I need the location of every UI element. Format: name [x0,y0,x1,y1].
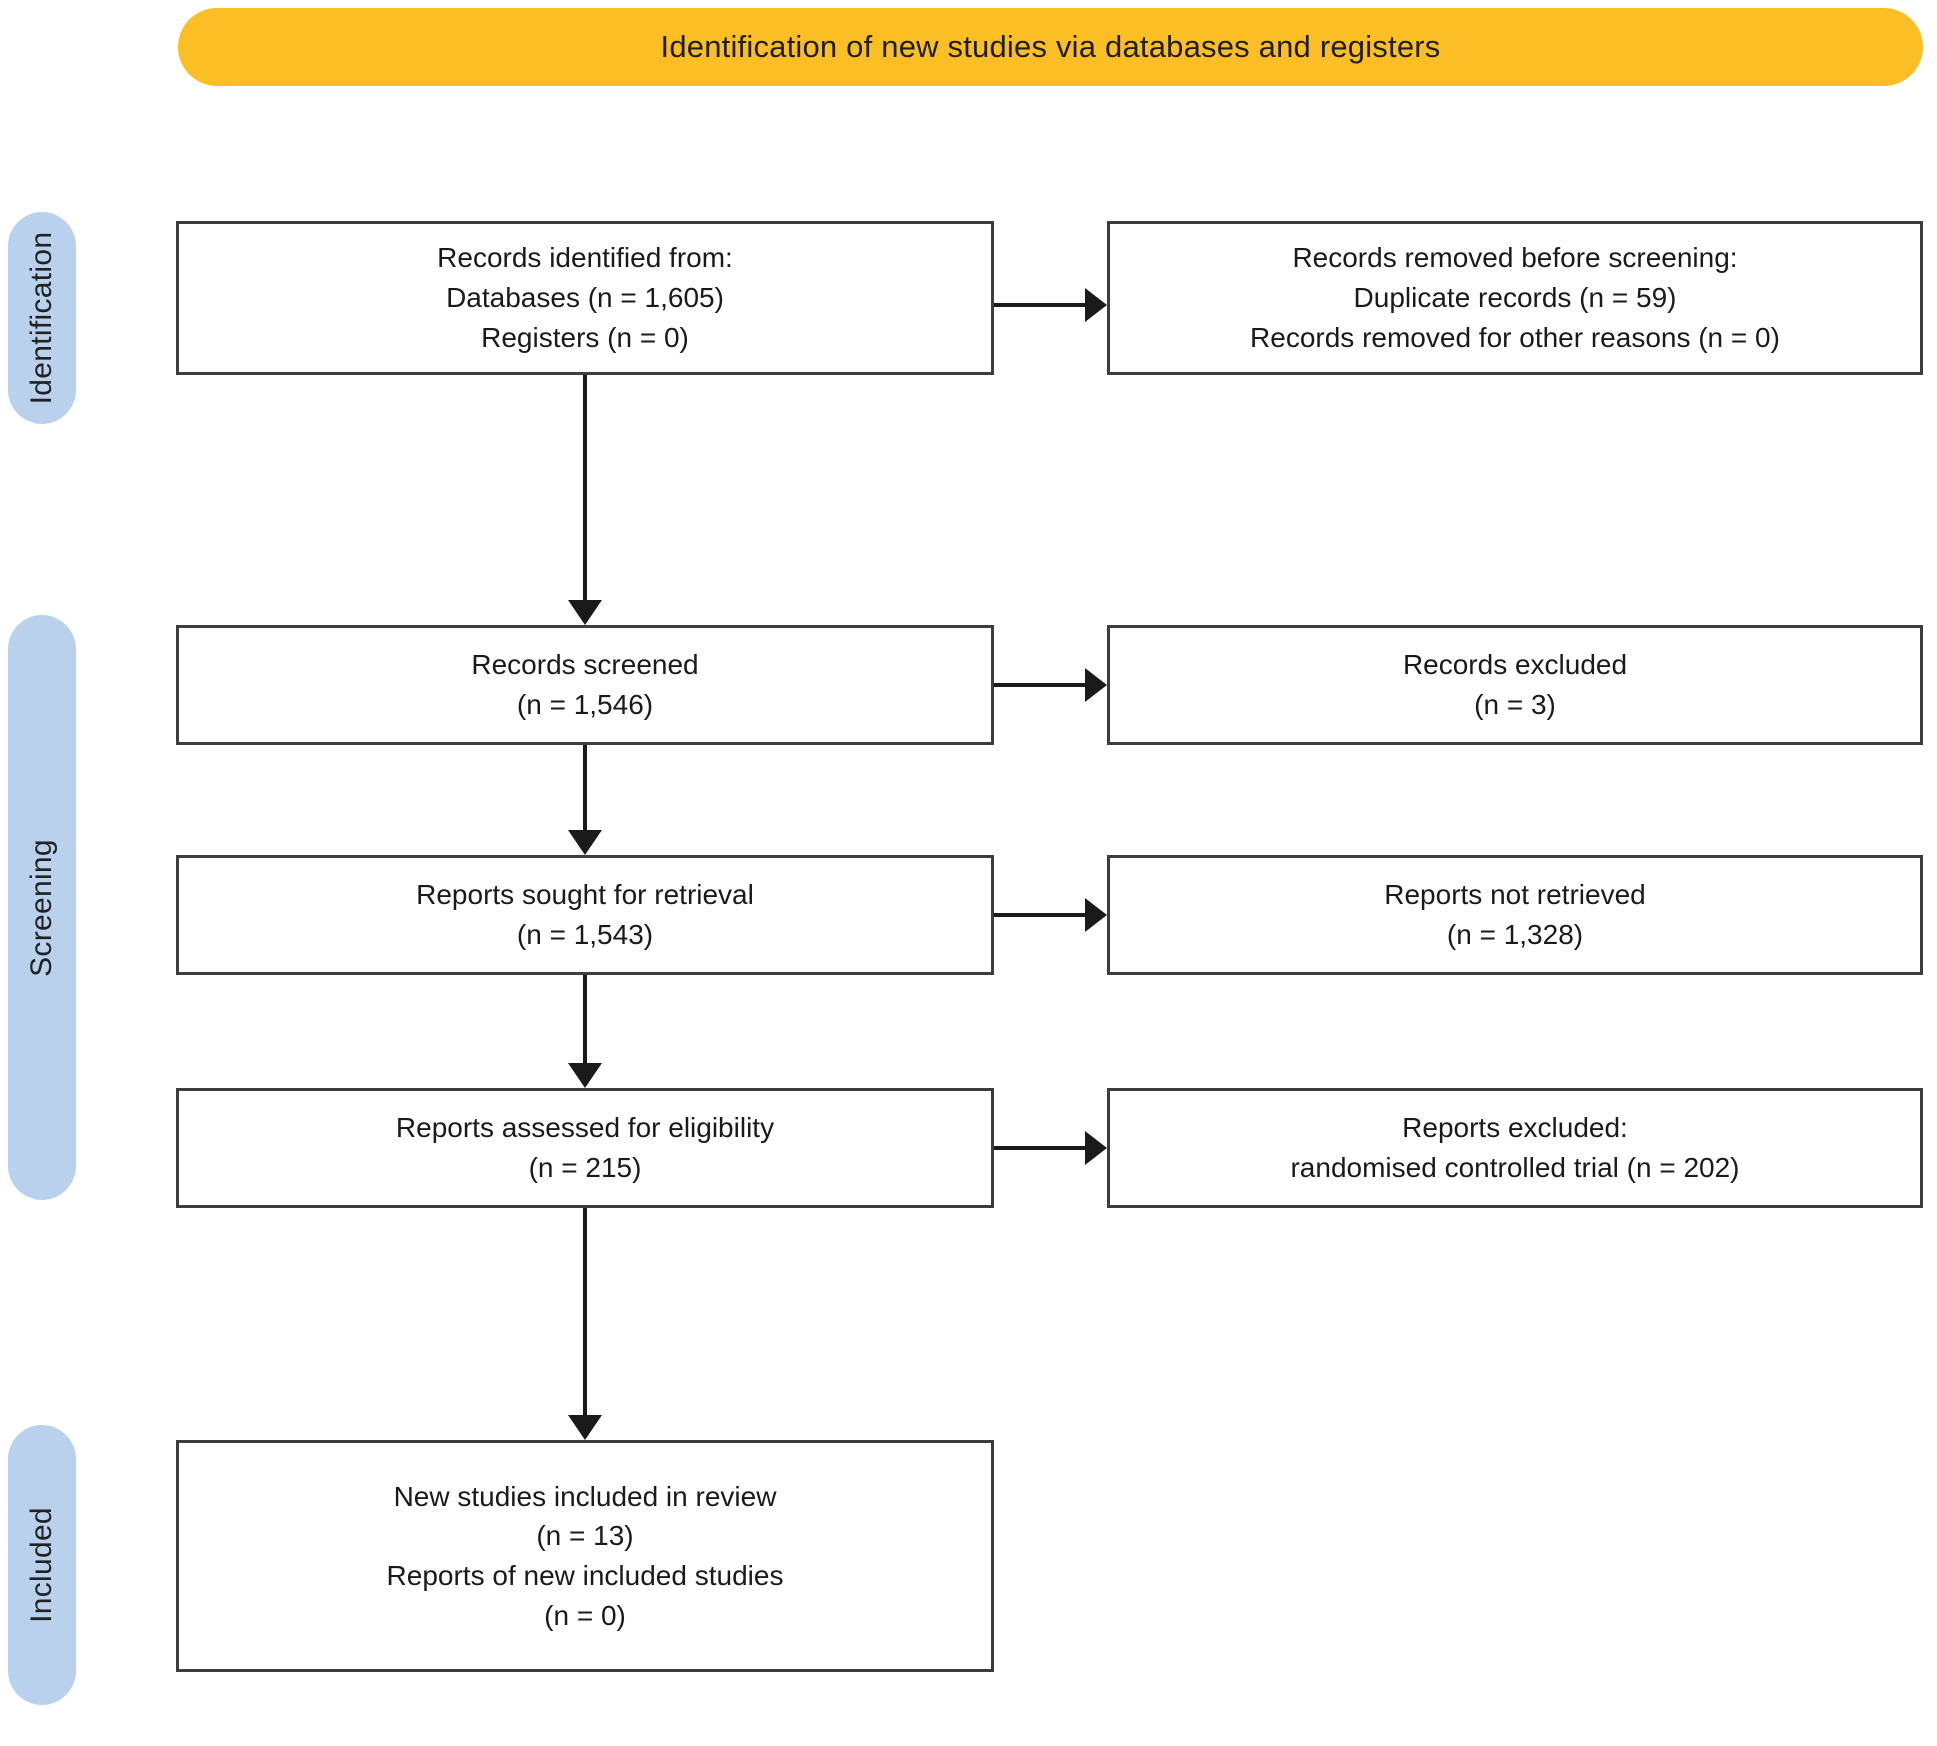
node-line: Records removed before screening: [1292,242,1738,274]
node-line: Databases (n = 1,605) [446,282,724,314]
node-line: Reports excluded: [1402,1112,1628,1144]
node-line: Reports not retrieved [1384,879,1646,911]
node-line: Records removed for other reasons (n = 0… [1250,321,1780,353]
diagram-title: Identification of new studies via databa… [660,29,1441,64]
arrow-head-identified-to-screened [568,600,602,625]
node-line: Duplicate records (n = 59) [1353,282,1677,314]
stage-label-identification: Identification [25,231,58,405]
arrow-head-assessed-to-reportsexcluded [1085,1131,1107,1165]
arrow-head-assessed-to-included [568,1415,602,1440]
node-line: (n = 0) [544,1599,626,1631]
node-line: (n = 1,543) [516,919,654,950]
arrow-head-screened-to-sought [568,830,602,855]
node-line: (n = 13) [536,1520,634,1552]
node-reports-sought-for-retrieval: Reports sought for retrieval (n = 1,543) [176,855,994,975]
node-line: Reports sought for retrieval [416,879,754,911]
node-line: Records identified from: [437,242,733,274]
stage-pill-included: Included [8,1425,76,1705]
node-line: Reports of new included studies [386,1560,784,1591]
arrow-head-sought-to-notretrieved [1085,898,1107,932]
stage-pill-identification: Identification [8,212,76,424]
node-line: randomised controlled trial (n = 202) [1290,1152,1740,1183]
node-new-studies-included: New studies included in review (n = 13) … [176,1440,994,1672]
node-reports-not-retrieved: Reports not retrieved (n = 1,328) [1107,855,1923,975]
node-line: (n = 3) [1474,689,1556,720]
node-records-removed-before-screening: Records removed before screening: Duplic… [1107,221,1923,375]
node-line: (n = 215) [528,1152,642,1183]
node-line: (n = 1,328) [1446,919,1584,950]
stage-pill-screening: Screening [8,615,76,1200]
arrow-head-sought-to-assessed [568,1063,602,1088]
node-line: Reports assessed for eligibility [395,1112,775,1144]
stage-label-screening: Screening [25,838,58,977]
node-records-excluded: Records excluded (n = 3) [1107,625,1923,745]
arrow-head-screened-to-excluded [1085,668,1107,702]
node-records-identified: Records identified from: Databases (n = … [176,221,994,375]
diagram-header-banner: Identification of new studies via databa… [178,8,1923,86]
node-reports-assessed-for-eligibility: Reports assessed for eligibility (n = 21… [176,1088,994,1208]
node-reports-excluded: Reports excluded: randomised controlled … [1107,1088,1923,1208]
stage-label-included: Included [25,1507,58,1623]
arrow-head-identified-to-removed [1085,288,1107,322]
node-line: Records screened [471,649,699,681]
node-line: Records excluded [1402,649,1628,681]
node-records-screened: Records screened (n = 1,546) [176,625,994,745]
node-line: (n = 1,546) [516,689,654,720]
node-line: Registers (n = 0) [481,321,689,353]
node-line: New studies included in review [393,1480,777,1512]
